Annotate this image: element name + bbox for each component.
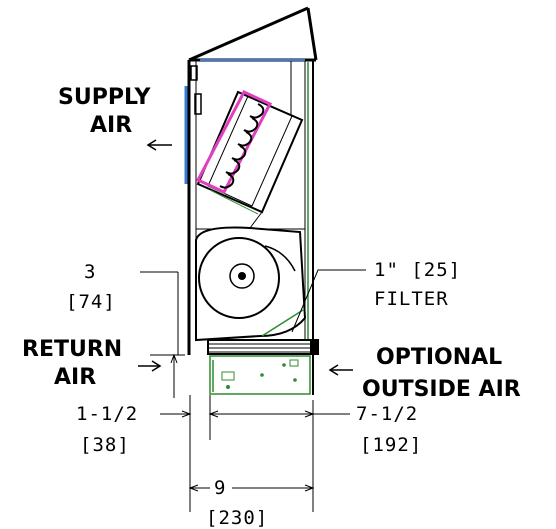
dim-depth-mm: [192] (360, 434, 422, 456)
return-air-label-line1: RETURN (22, 337, 122, 362)
supply-air-label-line1: SUPPLY (58, 85, 152, 110)
outside-air-label-line1: OPTIONAL (376, 345, 502, 370)
dim-width-in: 9 (214, 477, 226, 499)
return-air-label-line2: AIR (54, 365, 96, 390)
dim-width-mm: [230] (206, 507, 268, 529)
dim-offset-mm: [38] (80, 434, 130, 456)
dim-offset-in: 1-1/2 (76, 403, 138, 425)
dim-depth-in: 7-1/2 (356, 403, 418, 425)
supply-air-label-line2: AIR (90, 113, 132, 138)
dim-depth (210, 400, 350, 512)
blower-wheel (195, 226, 307, 342)
dim-width (188, 484, 315, 492)
dim-height-mm: [74] (66, 291, 116, 313)
filter-label-line2: FILTER (374, 288, 449, 310)
filter-leader (291, 269, 366, 333)
return-air-arrow (138, 360, 162, 372)
coil-assembly (195, 90, 304, 229)
outside-air-box (209, 355, 311, 395)
dim-offset (160, 395, 219, 512)
dim-height-in: 3 (84, 261, 96, 283)
outside-air-arrow (328, 364, 353, 376)
filter-rack (207, 339, 319, 355)
filter-label-line1: 1" [25] (374, 259, 461, 281)
supply-air-arrow (146, 139, 172, 151)
outside-air-label-line2: OUTSIDE AIR (362, 377, 521, 402)
dim-height (140, 271, 185, 398)
